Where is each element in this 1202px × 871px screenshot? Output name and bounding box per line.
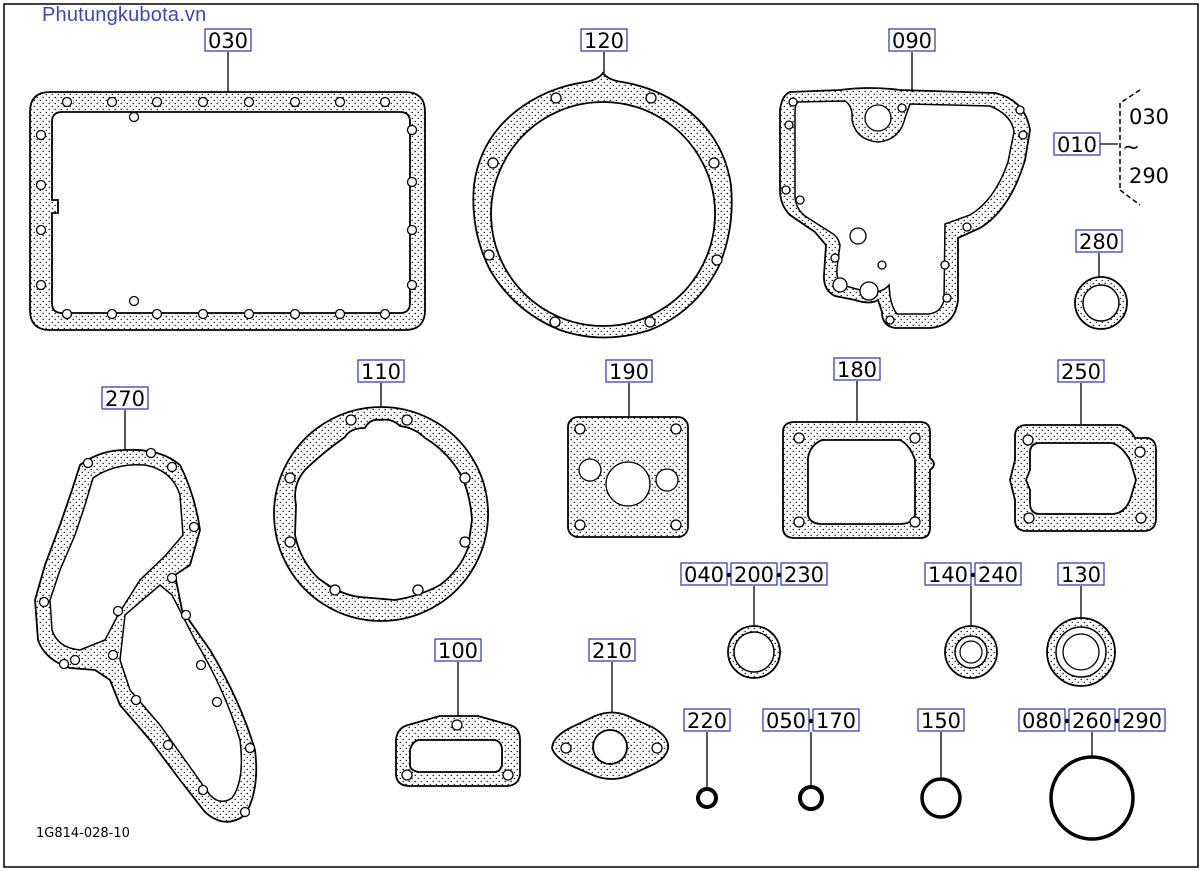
callout-080: 080 [1022,709,1062,733]
callout-270: 270 [105,387,145,411]
callout-separator-dot [776,572,782,578]
drawing-frame [3,3,1199,868]
callout-010-range-sep: ~ [1122,135,1140,159]
callout-290-box [1118,708,1166,732]
callout-220: 220 [687,709,727,733]
callout-110: 110 [361,360,401,384]
part-210-flange-gasket[interactable] [551,711,670,780]
callout-180: 180 [837,358,877,382]
callout-140: 140 [928,563,968,587]
part-040-200-230-ring[interactable] [727,625,781,679]
part-190-plate-gasket[interactable] [567,416,689,538]
part-080-260-290-o-ring[interactable] [1049,755,1135,841]
part-220-o-ring[interactable] [696,787,718,809]
callout-200: 200 [734,563,774,587]
callout-separator-dot [970,572,976,578]
callout-050-box [762,708,810,732]
callout-090-box [888,28,936,52]
callout-080-box [1018,708,1066,732]
callout-210: 210 [592,639,632,663]
part-030-oil-pan-gasket[interactable] [29,91,426,331]
callout-090: 090 [892,29,932,53]
callout-240: 240 [978,563,1018,587]
callout-010-box [1053,132,1101,156]
part-110-round-gasket[interactable] [273,406,489,622]
callout-separator-dot [1064,718,1070,724]
callout-separator-dot [1114,718,1120,724]
callout-110-box [357,359,405,383]
part-270-water-pump-gasket[interactable] [34,447,258,823]
drawing-number: 1G814-028-10 [36,826,130,841]
callout-210-box [588,638,636,662]
callout-010: 010 [1057,133,1097,157]
callout-190-box [605,359,653,383]
callout-130: 130 [1061,563,1101,587]
callout-010-range-bottom: 290 [1129,164,1169,188]
part-280-seal-ring[interactable] [1074,276,1128,330]
callout-100: 100 [438,639,478,663]
callouts: 030 120 090 010 030 ~ 290 280 270 110 19… [101,28,1169,733]
callout-130-box [1057,562,1105,586]
callout-010-range-top: 030 [1129,105,1169,129]
callout-050: 050 [766,709,806,733]
site-watermark: Phutungkubota.vn [42,4,207,26]
part-100-gasket[interactable] [395,715,521,787]
callout-150-box [917,708,965,732]
callout-170-box [812,708,860,732]
callout-030-box [204,28,252,52]
callout-290: 290 [1122,709,1162,733]
callout-200-box [730,562,778,586]
leader-lines [124,52,1100,789]
callout-140-box [924,562,972,586]
callout-270-box [101,386,149,410]
callout-190: 190 [609,360,649,384]
callout-230: 230 [784,563,824,587]
callout-280-box [1075,229,1123,253]
callout-120: 120 [584,29,624,53]
callout-180-box [833,357,881,381]
part-250-cover-gasket[interactable] [1009,424,1157,532]
part-180-cover-gasket[interactable] [782,421,935,539]
callout-170: 170 [816,709,856,733]
part-090-gear-case-gasket[interactable] [779,87,1031,329]
callout-040-box [680,562,728,586]
part-140-240-oil-seal[interactable] [944,625,998,679]
part-150-o-ring[interactable] [920,777,962,819]
callout-030: 030 [208,29,248,53]
callout-260-box [1068,708,1116,732]
callout-separator-dot [726,572,732,578]
callout-260: 260 [1072,709,1112,733]
part-120-flywheel-housing-gasket[interactable] [472,71,733,339]
part-130-oil-seal[interactable] [1046,617,1116,687]
callout-250: 250 [1061,360,1101,384]
callout-280: 280 [1079,230,1119,254]
callout-240-box [974,562,1022,586]
part-050-170-o-ring[interactable] [798,785,824,811]
callout-150: 150 [921,709,961,733]
part-010-kit-brace [1100,89,1141,206]
callout-250-box [1057,359,1105,383]
callout-230-box [780,562,828,586]
callout-100-box [434,638,482,662]
callout-220-box [683,708,731,732]
callout-040: 040 [684,563,724,587]
callout-120-box [580,28,628,52]
callout-separator-dot [808,718,814,724]
